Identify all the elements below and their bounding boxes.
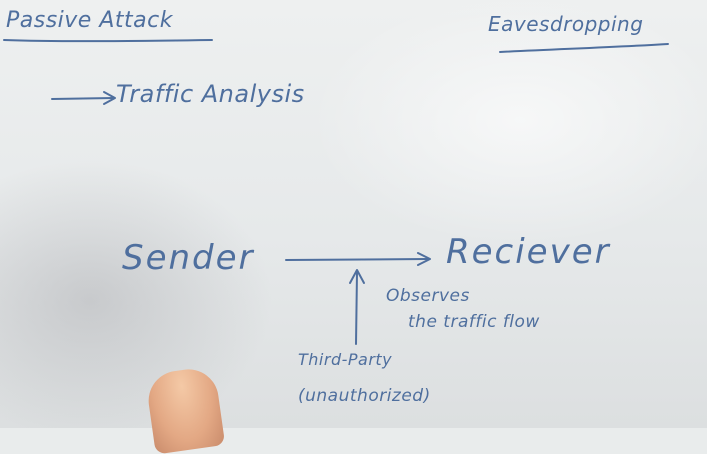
label-receiver: Reciever — [446, 232, 611, 272]
heading-passive-attack: Passive Attack — [6, 8, 173, 33]
heading-eavesdropping: Eavesdropping — [488, 12, 644, 36]
ink-strokes — [3, 39, 669, 345]
underline-passive-attack — [3, 39, 213, 43]
note-traffic-flow: the traffic flow — [408, 312, 540, 332]
label-unauthorized: (unauthorized) — [298, 386, 431, 406]
label-third-party: Third-Party — [298, 350, 393, 369]
arrow-third-party — [355, 271, 358, 345]
underline-eavesdropping — [499, 43, 669, 53]
arrow-sender-receiver — [285, 258, 429, 261]
bullet-traffic-analysis: Traffic Analysis — [116, 80, 305, 108]
arrow-traffic-analysis — [51, 97, 115, 100]
label-sender: Sender — [122, 238, 255, 278]
note-observes: Observes — [386, 286, 470, 306]
